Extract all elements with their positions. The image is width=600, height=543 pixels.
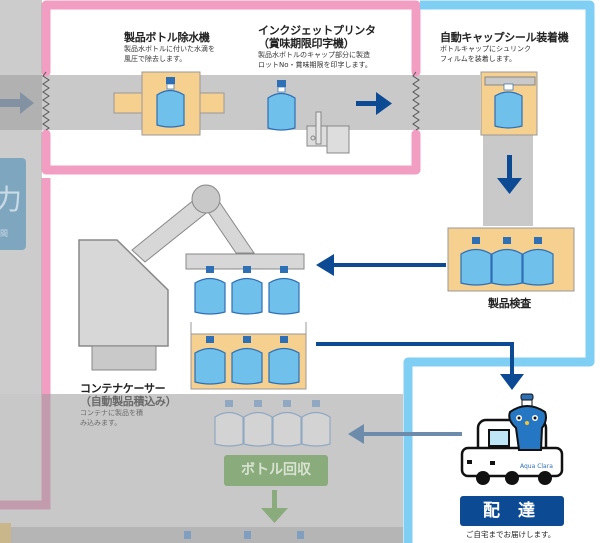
svg-text:Aqua Clara: Aqua Clara <box>520 463 553 470</box>
mascot-icon <box>508 393 547 451</box>
bottle-group <box>460 237 554 286</box>
conveyor-top <box>0 75 480 130</box>
station-desc: 製品水ボトルのキャップ部分に製造 <box>258 51 370 59</box>
station-capseal: 自動キャップシール装着機 ボトルキャップにシュリンク フィルムを装着します。 <box>440 31 569 64</box>
arrow-right-icon <box>356 92 392 115</box>
blue-boundary <box>403 0 595 543</box>
station-dewater: 製品ボトル除水機 製品水ボトルに付いた水滴を 風圧で除去します。 <box>124 31 215 64</box>
left-partial-panel: 力 間 <box>0 158 26 250</box>
station-title: インクジェットプリンタ <box>258 24 376 37</box>
station-desc: ボトルキャップにシュリンク <box>440 45 531 53</box>
water-bottle-icon <box>494 83 523 129</box>
zigzag-left <box>42 71 50 131</box>
zigzag-right <box>412 71 420 131</box>
bottom-left-tray <box>0 523 11 543</box>
recover-badge: ボトル回収 <box>224 455 328 486</box>
inkjet-printer-icon <box>306 111 350 154</box>
left-partial-big-text: 力 <box>0 183 23 216</box>
station-desc: 風圧で除去します。 <box>124 55 187 63</box>
left-partial-small-text: 間 <box>0 229 8 238</box>
dewater-nozzle-right <box>197 92 225 114</box>
station-title: 製品ボトル除水機 <box>124 31 210 44</box>
robot-arm-icon <box>78 184 305 371</box>
delivery-badge: 配 達 <box>460 496 564 526</box>
station-desc: み込みます。 <box>80 419 122 427</box>
station-subtitle: （自動製品積込み） <box>80 395 177 408</box>
station-title: 自動キャップシール装着機 <box>440 31 569 44</box>
arrow-to-delivery-icon <box>316 342 524 390</box>
station-desc: コンテナに製品を積 <box>80 409 143 417</box>
recover-area-overlay <box>0 394 403 543</box>
pink-boundary <box>41 0 421 175</box>
empty-bottle-group <box>214 400 331 447</box>
arrow-left-icon <box>348 424 462 444</box>
bottle-group <box>194 336 300 385</box>
station-desc: ロットNo・賞味期限を印字します。 <box>258 61 372 69</box>
station-title: 製品検査 <box>488 297 531 310</box>
station-desc: フィルムを装着します。 <box>440 55 517 63</box>
arrow-down-green-icon <box>261 490 288 523</box>
water-bottle-icon <box>267 80 296 131</box>
dewater-nozzle-left <box>113 92 145 114</box>
arrow-down-icon <box>497 155 522 194</box>
station-desc: 製品水ボトルに付いた水滴を <box>124 45 215 53</box>
water-bottle-icon <box>156 77 185 128</box>
station-subtitle: （賞味期限印字機） <box>258 37 355 50</box>
delivery-truck-icon: Aqua Clara <box>460 418 564 485</box>
station-inkjet: インクジェットプリンタ （賞味期限印字機） 製品水ボトルのキャップ部分に製造 ロ… <box>258 24 376 70</box>
arrow-left-icon <box>316 254 446 276</box>
station-container: コンテナケーサー （自動製品積込み） コンテナに製品を積 み込みます。 <box>80 382 177 428</box>
bottle-cap-row <box>184 531 304 539</box>
delivery-desc: ご自宅までお届けします。 <box>466 530 556 539</box>
station-inspection: 製品検査 <box>488 297 531 310</box>
bottle-group <box>194 266 300 315</box>
conveyor-bottom <box>0 527 403 543</box>
station-title: コンテナケーサー <box>80 382 166 395</box>
